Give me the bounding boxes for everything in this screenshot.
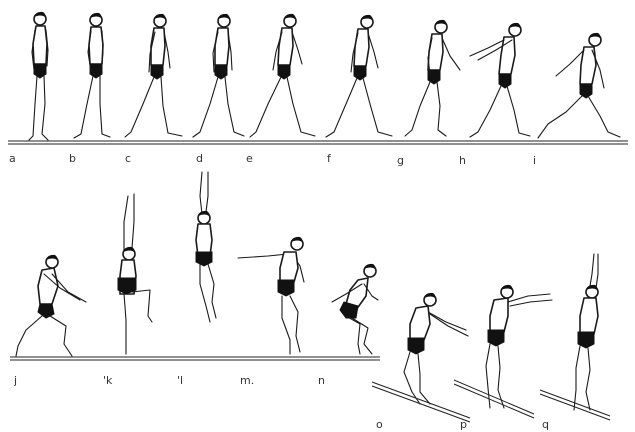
label-b: b <box>69 152 76 165</box>
ground-d <box>190 141 250 144</box>
figure-b <box>74 13 110 138</box>
ground-c <box>124 141 190 144</box>
label-c: c <box>125 152 131 165</box>
ground-l <box>172 357 236 360</box>
ground-h <box>460 141 532 144</box>
ground-m <box>236 357 316 360</box>
ground-n <box>316 357 380 360</box>
ground-k <box>100 357 172 360</box>
figure-m <box>238 237 304 354</box>
figure-p <box>486 285 552 408</box>
ground-a <box>8 141 64 144</box>
ground-e <box>250 141 320 144</box>
figure-i <box>538 33 620 138</box>
ground-g <box>396 141 460 144</box>
label-e: e <box>246 152 253 165</box>
figure-e <box>250 14 315 137</box>
ground-f <box>320 141 396 144</box>
figure-d <box>193 14 244 137</box>
label-h: h <box>459 154 466 167</box>
figure-a <box>29 12 48 140</box>
figure-o <box>404 293 468 404</box>
figure-g <box>405 20 460 136</box>
label-g: g <box>397 154 404 167</box>
figure-c <box>125 14 182 137</box>
label-m: m. <box>240 374 254 387</box>
figure-k <box>118 194 152 354</box>
figure-h <box>470 23 530 137</box>
board-p <box>454 380 534 418</box>
label-a: a <box>9 152 16 165</box>
ground-b <box>64 141 124 144</box>
figure-n <box>332 264 378 354</box>
figure-j <box>16 255 86 356</box>
label-f: f <box>327 152 332 165</box>
label-n: n <box>318 374 325 387</box>
label-q: q <box>542 418 549 431</box>
label-p: p <box>460 418 467 431</box>
ground-j <box>10 357 100 360</box>
label-j: j <box>13 374 17 387</box>
figure-f <box>326 15 392 137</box>
label-o: o <box>376 418 383 431</box>
label-k: 'k <box>103 374 113 387</box>
figure-l <box>196 172 216 322</box>
ground-i <box>532 141 628 144</box>
figure-q <box>574 254 598 410</box>
label-d: d <box>196 152 203 165</box>
label-l: 'l <box>177 374 183 387</box>
label-i: i <box>533 154 536 167</box>
board-o <box>372 382 470 422</box>
